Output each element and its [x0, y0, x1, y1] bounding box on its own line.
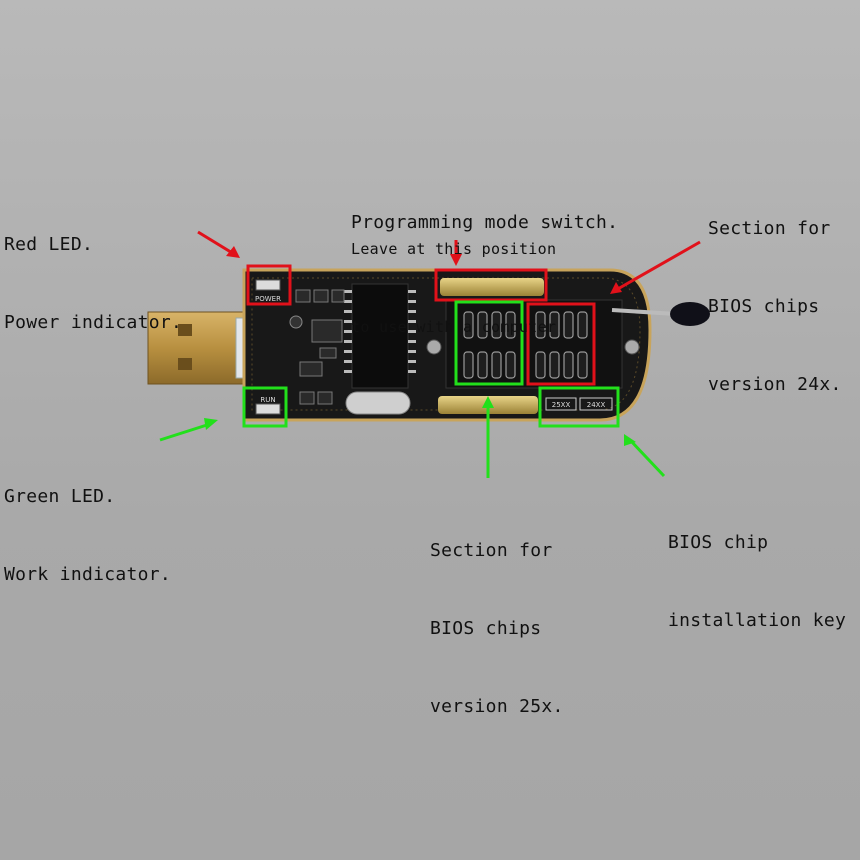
green-led-line-1: Green LED.	[4, 486, 116, 507]
arrow-24x	[615, 240, 701, 292]
key-24xx-silkscreen: 24XX	[587, 401, 606, 409]
switch-title: Programming mode switch.	[351, 212, 619, 233]
section-24x-line-1: Section for	[708, 218, 831, 239]
section-24x-line-3: version 24x.	[708, 374, 842, 395]
run-silkscreen: RUN	[260, 396, 275, 404]
red-led-highlight	[246, 264, 292, 306]
socket-25x-highlight	[454, 300, 524, 386]
section-25x-label: Section for BIOS chips version 25x.	[430, 486, 564, 772]
switch-note-line-1: Leave at this position	[351, 240, 557, 258]
red-led-line-1: Red LED.	[4, 234, 94, 255]
green-led-line-2: Work indicator.	[4, 564, 172, 585]
power-silkscreen: POWER	[255, 295, 281, 303]
switch-label: Programming mode switch.	[351, 158, 618, 288]
green-led-label: Green LED. Work indicator.	[4, 432, 171, 640]
key-25xx-silkscreen: 25XX	[552, 401, 571, 409]
section-24x-label: Section for BIOS chips version 24x.	[708, 164, 842, 450]
socket-24x-highlight	[526, 302, 596, 386]
install-key-line-2: installation key	[668, 610, 847, 631]
red-led-line-2: Power indicator.	[4, 312, 183, 333]
arrow-green-led	[159, 422, 211, 442]
install-key-line-1: BIOS chip	[668, 532, 769, 553]
install-key-highlight	[538, 386, 620, 428]
install-key-label: BIOS chip installation key	[668, 478, 846, 686]
section-25x-line-2: BIOS chips	[430, 618, 542, 639]
section-24x-line-2: BIOS chips	[708, 296, 820, 317]
switch-highlight	[434, 268, 548, 302]
section-25x-line-3: version 25x.	[430, 696, 564, 717]
arrow-install-key	[628, 438, 666, 478]
switch-note-line-2: to use with a computer.	[351, 318, 566, 336]
section-25x-line-1: Section for	[430, 540, 553, 561]
arrow-red-led	[197, 230, 235, 256]
green-led-highlight	[242, 386, 288, 428]
red-led-label: Red LED. Power indicator.	[4, 180, 182, 388]
switch-note: Leave at this position to use with a com…	[351, 184, 566, 392]
